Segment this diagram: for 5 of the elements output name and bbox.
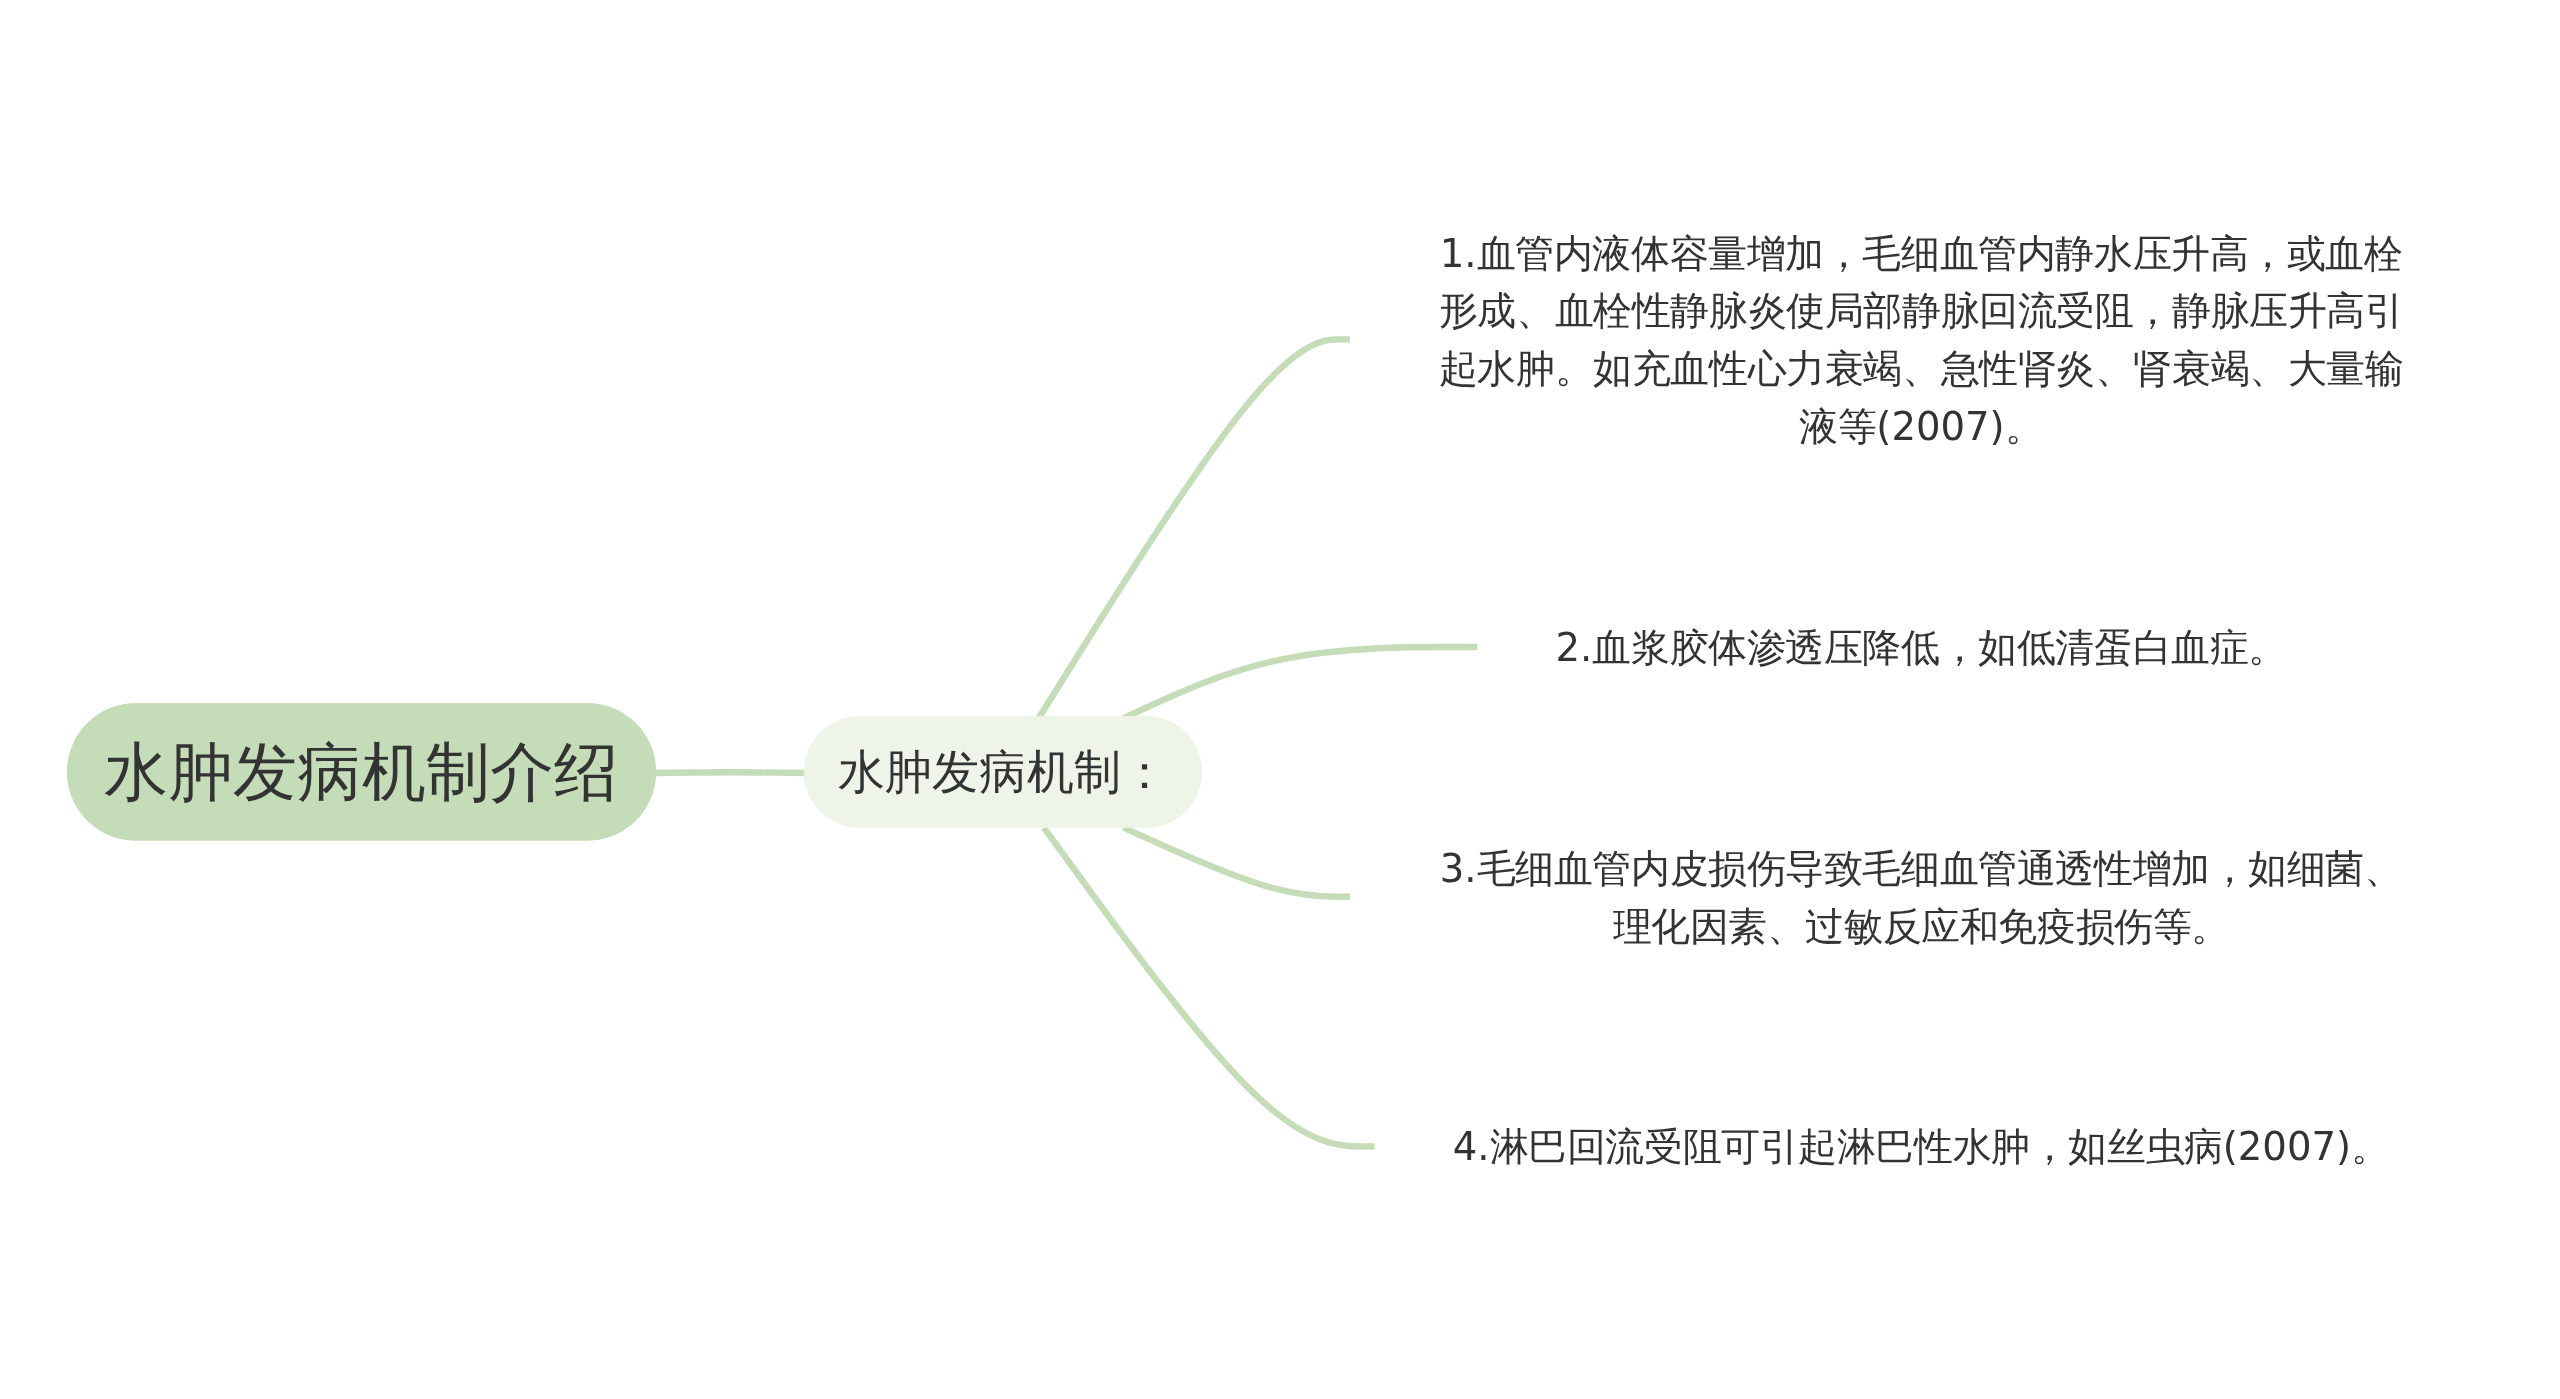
node-text: 4.淋巴回流受阻可引起淋巴性水肿，如丝虫病(2007)。: [1453, 1123, 2390, 1169]
node-text: 3.毛细血管内皮损伤导致毛细血管通透性增加，如细菌、理化因素、过敏反应和免疫损伤等。: [1439, 845, 2403, 949]
node-text: 2.血浆胶体渗透压降低，如低清蛋白血症。: [1555, 624, 2288, 670]
node-text: 1.血管内液体容量增加，毛细血管内静水压升高，或血栓形成、血栓性静脉炎使局部静脉回流受阻，静脉压升高引起水肿。如充血性心力衰竭、急性肾炎、肾衰竭、大量输液等(2007)。: [1439, 230, 2404, 449]
connector: [1041, 825, 1376, 1150]
